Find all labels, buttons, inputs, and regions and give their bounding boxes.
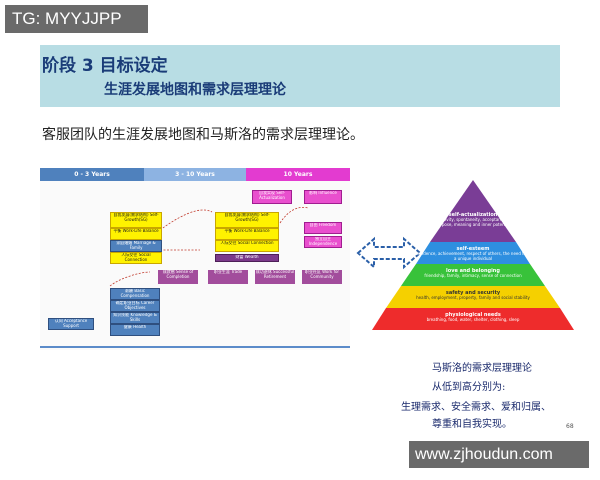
map-axis [40, 346, 350, 348]
box-work-life-2: 平衡 Work-Life Balance [215, 228, 279, 240]
box-social-2: 人际交往 Social Connection [215, 240, 279, 252]
page-number: 68 [566, 423, 574, 430]
box-marriage: 家庭婚姻 Marriage & Family [110, 240, 162, 252]
box-freedom: 自由 Freedom [304, 222, 342, 234]
box-successful-retirement: 成功退休 Successful Retirement [255, 270, 295, 284]
box-work-community: 职业社区 Work for Community [302, 270, 342, 284]
box-health: 健康 Health [110, 324, 160, 336]
double-arrow-icon [356, 236, 422, 270]
watermark-top: TG: MYYJJPP [5, 5, 148, 33]
box-career-objectives: 确定职业目标 Career Objectives [110, 300, 160, 312]
pyramid-level-love-belonging: love and belonging friendship, family, i… [424, 268, 522, 278]
box-knowledge-skills: 知识技能 Knowledge & Skills [110, 312, 160, 324]
box-trade: 职业生涯 Trade [208, 270, 248, 284]
caption-title: 马斯洛的需求层理理论 [432, 363, 532, 374]
watermark-bottom: www.zjhoudun.com [409, 441, 589, 468]
pyramid-level-safety: safety and security health, employment, … [416, 290, 530, 300]
box-acceptance: 认同 Acceptance Support [48, 318, 94, 330]
intro-text: 客服团队的生涯发展地图和马斯洛的需求层理理论。 [42, 127, 364, 143]
stage-title: 阶段 3 目标设定 [42, 56, 168, 76]
box-wealth: 财富 Wealth [215, 254, 279, 262]
column-header-0-3: 0 - 3 Years [40, 168, 144, 181]
pyramid-level-physiological: physiological needs breathing, food, wat… [426, 312, 520, 322]
career-map: 0 - 3 Years 3 - 10 Years 10 Years 自我发展(需… [40, 168, 350, 350]
pyramid-level-self-esteem: self-esteem confidence, achievement, res… [413, 246, 533, 261]
box-self-growth-2: 自我发展(需求结构) Self-Growth(SG) [215, 212, 279, 228]
caption-line-2: 从低到高分别为: [432, 382, 506, 393]
map-connectors [109, 206, 309, 287]
slide-header: 阶段 3 目标设定 生涯发展地图和需求层理理论 [40, 45, 560, 107]
box-self-growth: 自我发展(需求结构) Self-Growth(SG) [110, 212, 162, 228]
pyramid-level-self-actualization: self-actualization morality, creativity,… [415, 212, 531, 227]
caption-line-3: 生理需求、安全需求、爱和归属、 [401, 402, 551, 413]
slide-subtitle: 生涯发展地图和需求层理理论 [104, 82, 286, 98]
box-work-life: 平衡 Work-Life Balance [110, 228, 162, 240]
box-independence: 独立自主 Independence [304, 236, 342, 248]
box-sense-completion: 成就感 Sense of Completion [158, 270, 198, 284]
box-influence: 影响 Influence [304, 190, 342, 204]
caption-line-4: 尊重和自我实现。 [432, 419, 512, 430]
column-header-10: 10 Years [246, 168, 350, 181]
column-header-3-10: 3 - 10 Years [144, 168, 246, 181]
box-basic-compensation: 薪酬 Basic Compensation [110, 288, 160, 300]
box-self-actualization: 自我实现 Self-Actualization [252, 190, 292, 204]
maslow-pyramid: self-actualization morality, creativity,… [368, 180, 578, 352]
box-social: 人际交往 Social Connection [110, 252, 162, 264]
